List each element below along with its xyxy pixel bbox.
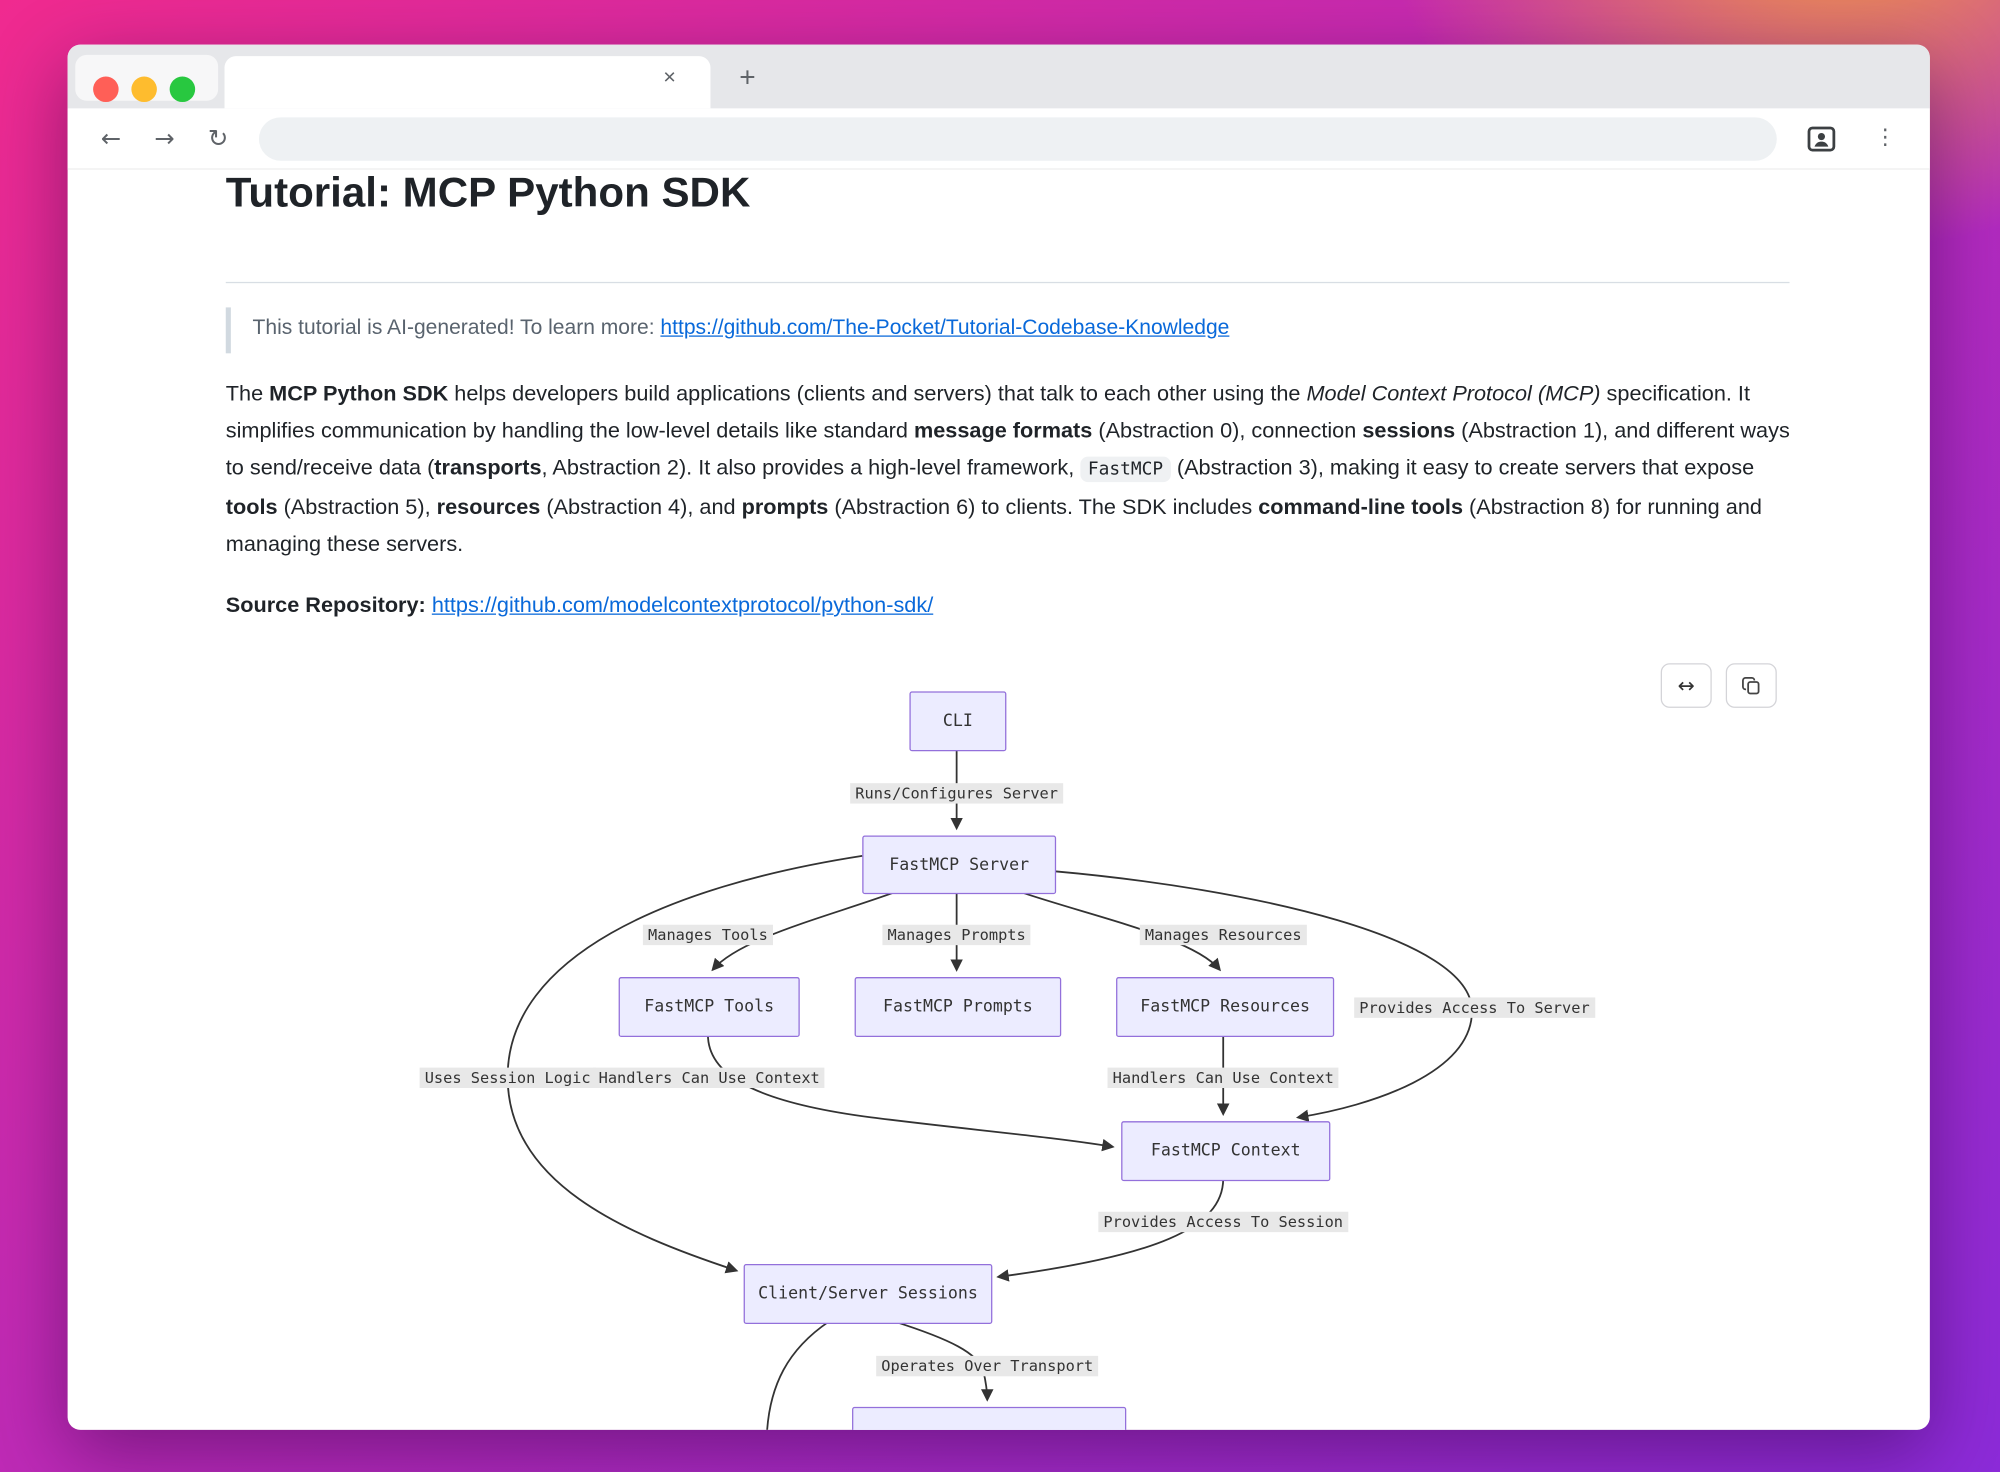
zoom-window-button[interactable] [169,76,196,103]
edge-context-sessions [996,1178,1225,1282]
intro-text: (Abstraction 4), and [540,494,742,520]
new-tab-button[interactable]: + [739,61,756,94]
intro-text: specification. It simplifies communicati… [225,381,1750,443]
profile-card-icon [1807,126,1836,152]
intro-code: FastMCP [1080,456,1171,483]
tab-close-icon[interactable]: × [663,65,676,90]
node-cli: CLI [909,691,1007,752]
tutorial-knowledge-link[interactable]: https://github.com/The-Pocket/Tutorial-C… [660,316,1230,340]
copy-icon [1742,676,1760,694]
edge-label-manages-tools: Manages Tools [642,924,773,946]
address-bar[interactable] [258,117,1777,161]
intro-text: The [225,381,270,406]
edge-label-manages-prompts: Manages Prompts [882,924,1031,946]
intro-italic: Model Context Protocol (MCP) [1306,381,1601,406]
intro-text: (Abstraction 3), making it easy to creat… [1170,455,1755,480]
title-divider [225,281,1790,284]
reload-icon[interactable]: ↻ [207,124,229,154]
source-repository-line: Source Repository: https://github.com/mo… [226,587,1792,624]
edge-label-provides-access-to-session: Provides Access To Session [1098,1211,1349,1233]
expand-icon: ↔ [1677,673,1695,698]
intro-text: (Abstraction 6) to clients. The SDK incl… [828,494,1259,520]
intro-bold: message formats [913,418,1093,443]
intro-text: (Abstraction 8) for running and managing… [225,494,1762,557]
source-repository-label: Source Repository: [225,593,432,618]
intro-bold: command-line tools [1258,494,1464,520]
edge-label-handlers-can-use-context-right: Handlers Can Use Context [1107,1067,1339,1089]
intro-bold: sessions [1362,418,1456,443]
node-fastmcp-resources: FastMCP Resources [1116,977,1335,1037]
intro-text: (Abstraction 5), [277,494,437,520]
intro-text: (Abstraction 0), connection [1092,418,1363,443]
close-window-button[interactable] [93,76,119,103]
intro-bold: transports [434,455,542,480]
edge-label-operates-over-transport: Operates Over Transport [876,1355,1099,1377]
ai-note-text: This tutorial is AI-generated! To learn … [252,316,661,340]
edge-label-manages-resources: Manages Resources [1139,924,1307,946]
intro-text: , Abstraction 2). It also provides a hig… [541,455,1081,480]
node-fastmcp-tools: FastMCP Tools [618,977,800,1037]
edge-label-handlers-can-use-context-left: Handlers Can Use Context [593,1067,825,1089]
minimize-window-button[interactable] [131,76,157,103]
ai-note-blockquote: This tutorial is AI-generated! To learn … [225,305,1757,354]
diagram-expand-button[interactable]: ↔ [1660,663,1712,708]
diagram-copy-button[interactable] [1725,663,1777,708]
node-fastmcp-context: FastMCP Context [1121,1121,1331,1182]
intro-bold: MCP Python SDK [269,381,449,406]
node-client-server-sessions: Client/Server Sessions [743,1264,993,1324]
intro-bold: prompts [741,494,829,520]
node-fastmcp-prompts: FastMCP Prompts [854,977,1062,1037]
page-title: Tutorial: MCP Python SDK [225,168,751,216]
profile-icon[interactable] [1805,122,1838,155]
intro-paragraph: The MCP Python SDK helps developers buil… [226,375,1792,562]
edge-server-sessions-loop [506,854,863,1274]
browser-tab[interactable] [224,56,711,109]
tab-strip: × + [67,44,1930,109]
intro-text: helps developers build applications (cli… [448,381,1307,406]
intro-bold: resources [436,494,541,520]
intro-text: (Abstraction 1), and different ways to s… [225,418,1790,480]
edge-label-runs-configures-server: Runs/Configures Server [850,783,1064,804]
navigation-bar: ← → ↻ ⋮ [67,108,1930,170]
forward-icon[interactable]: → [154,124,175,154]
intro-bold: tools [225,494,278,520]
edge-label-uses-session-logic: Uses Session Logic [419,1067,596,1089]
edge-server-tools [711,890,897,972]
node-fastmcp-server: FastMCP Server [862,835,1057,895]
browser-window: × + ← → ↻ ⋮ Tutorial: MCP Pyt [67,44,1930,1430]
edge-server-context-loop [1053,870,1473,1122]
blockquote-bar [225,307,231,354]
edge-label-provides-access-to-server: Provides Access To Server [1354,997,1595,1018]
edge-sessions-transport-left [766,1320,830,1430]
node-transport-partial [852,1406,1127,1430]
edge-tools-context [707,1034,1115,1152]
back-icon[interactable]: ← [100,124,122,154]
edge-server-resources [1018,890,1221,972]
source-repository-link[interactable]: https://github.com/modelcontextprotocol/… [431,593,934,618]
menu-kebab-icon[interactable]: ⋮ [1874,124,1897,151]
